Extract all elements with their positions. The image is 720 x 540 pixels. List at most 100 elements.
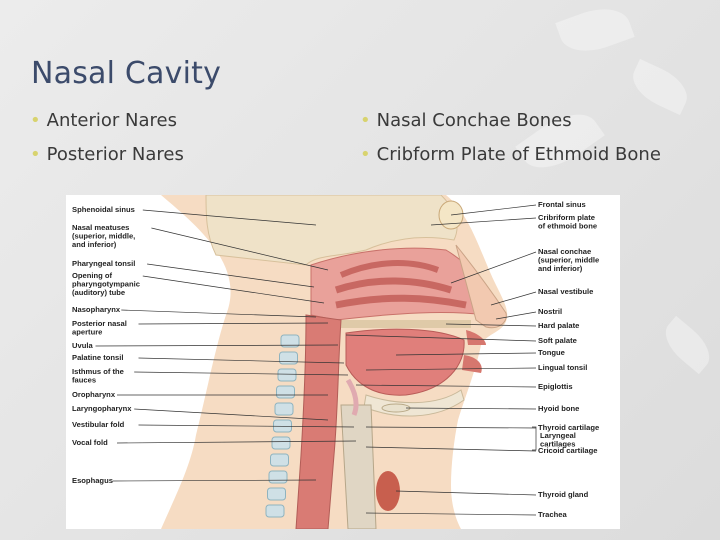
thyroid-gland (376, 471, 400, 511)
leader-line (138, 424, 355, 428)
figure-label-left: Vocal fold (72, 438, 108, 447)
figure-label-right: Lingual tonsil (538, 363, 587, 372)
figure-label-left: Palatine tonsil (72, 353, 123, 362)
bullet-list-left: •Anterior Nares •Posterior Nares (30, 110, 184, 178)
leader-line (112, 479, 317, 482)
vertebra (270, 453, 289, 467)
bullet-item: •Nasal Conchae Bones (360, 110, 661, 144)
leader-line (142, 209, 317, 226)
nose (455, 244, 507, 329)
figure-label-left: Esophagus (72, 476, 113, 485)
leader-line (345, 334, 537, 342)
figure-label-left: Nasal meatuses(superior, middle,and infe… (72, 223, 135, 249)
vertebra (271, 436, 291, 450)
bullet-item: •Cribform Plate of Ethmoid Bone (360, 144, 661, 178)
vertebra (267, 487, 286, 501)
epiglottis (345, 378, 359, 416)
lower-lip (462, 355, 482, 373)
leader-line (395, 352, 537, 356)
figure-label-right: Frontal sinus (538, 200, 586, 209)
figure-label-left: Laryngopharynx (72, 404, 132, 413)
bullet-item: •Posterior Nares (30, 144, 184, 178)
figure-label-left: Oropharynx (72, 390, 116, 399)
bullet-text: Cribform Plate of Ethmoid Bone (376, 144, 661, 165)
figure-label-left: Vestibular fold (72, 420, 125, 429)
leader-line (147, 263, 315, 288)
figure-label-right: Soft palate (538, 336, 577, 345)
background-leaf-decoration (656, 315, 719, 375)
figure-label-right: Hyoid bone (538, 404, 579, 413)
leader-line (445, 323, 537, 327)
figure-label-left: Pharyngeal tonsil (72, 259, 135, 268)
figure-label-left: Sphenoidal sinus (72, 205, 135, 214)
bullet-text: Nasal Conchae Bones (376, 110, 572, 131)
background-leaf-decoration (625, 58, 695, 116)
figure-label-right: Nostril (538, 307, 562, 316)
leader-line (395, 490, 537, 496)
bullet-icon: • (360, 110, 371, 131)
leader-line (450, 204, 537, 216)
background-leaf-decoration (555, 0, 635, 61)
leader-line (495, 311, 537, 320)
figure-label-right: Thyroid gland (538, 490, 589, 499)
hyoid-bone (381, 403, 411, 413)
leader-line (138, 322, 329, 325)
leader-line (405, 407, 537, 410)
figure-label-left: Uvula (72, 341, 93, 350)
nasal-concha (335, 294, 467, 309)
leader-line (134, 371, 349, 376)
leader-line (365, 426, 537, 429)
leader-line (138, 357, 345, 364)
larynx-trachea (340, 404, 377, 529)
figure-label-right: Cricoid cartilage (538, 446, 598, 455)
figure-label-left: Nasopharynx (72, 305, 121, 314)
bullet-icon: • (360, 144, 371, 165)
leader-line (121, 309, 317, 318)
figure-label-right: Trachea (538, 510, 567, 519)
figure-label-right: Tongue (538, 348, 565, 357)
vertebra (276, 385, 295, 399)
figure-label-right: Epiglottis (538, 382, 573, 391)
vertebra (279, 351, 298, 365)
figure-label-right: Thyroid cartilage (538, 423, 599, 432)
bullet-icon: • (30, 144, 41, 165)
bracket-line (532, 426, 537, 451)
leader-line (490, 291, 537, 306)
leader-line (95, 344, 339, 347)
leader-line (450, 251, 537, 284)
bullet-item: •Anterior Nares (30, 110, 184, 144)
nasal-concha (334, 277, 453, 294)
figure-label-right: Hard palate (538, 321, 579, 330)
bullet-icon: • (30, 110, 41, 131)
leader-line (116, 440, 357, 444)
leader-line (365, 367, 537, 371)
leader-line (365, 446, 537, 452)
figure-label-right: Nasal vestibule (538, 287, 593, 296)
vertebra (274, 402, 294, 416)
leader-line (151, 227, 329, 271)
bullet-text: Posterior Nares (46, 144, 184, 165)
vertebra (277, 368, 297, 382)
vertebra (265, 504, 285, 518)
bullet-list-right: •Nasal Conchae Bones •Cribform Plate of … (360, 110, 661, 178)
upper-lip (466, 330, 486, 345)
vertebral-column (265, 334, 300, 518)
leader-line (142, 275, 325, 304)
leader-line (134, 408, 329, 421)
nasal-concha (339, 260, 440, 278)
bullet-text: Anterior Nares (46, 110, 177, 131)
leader-lines (95, 204, 537, 516)
leader-line (355, 384, 537, 388)
vertebra (280, 334, 300, 348)
